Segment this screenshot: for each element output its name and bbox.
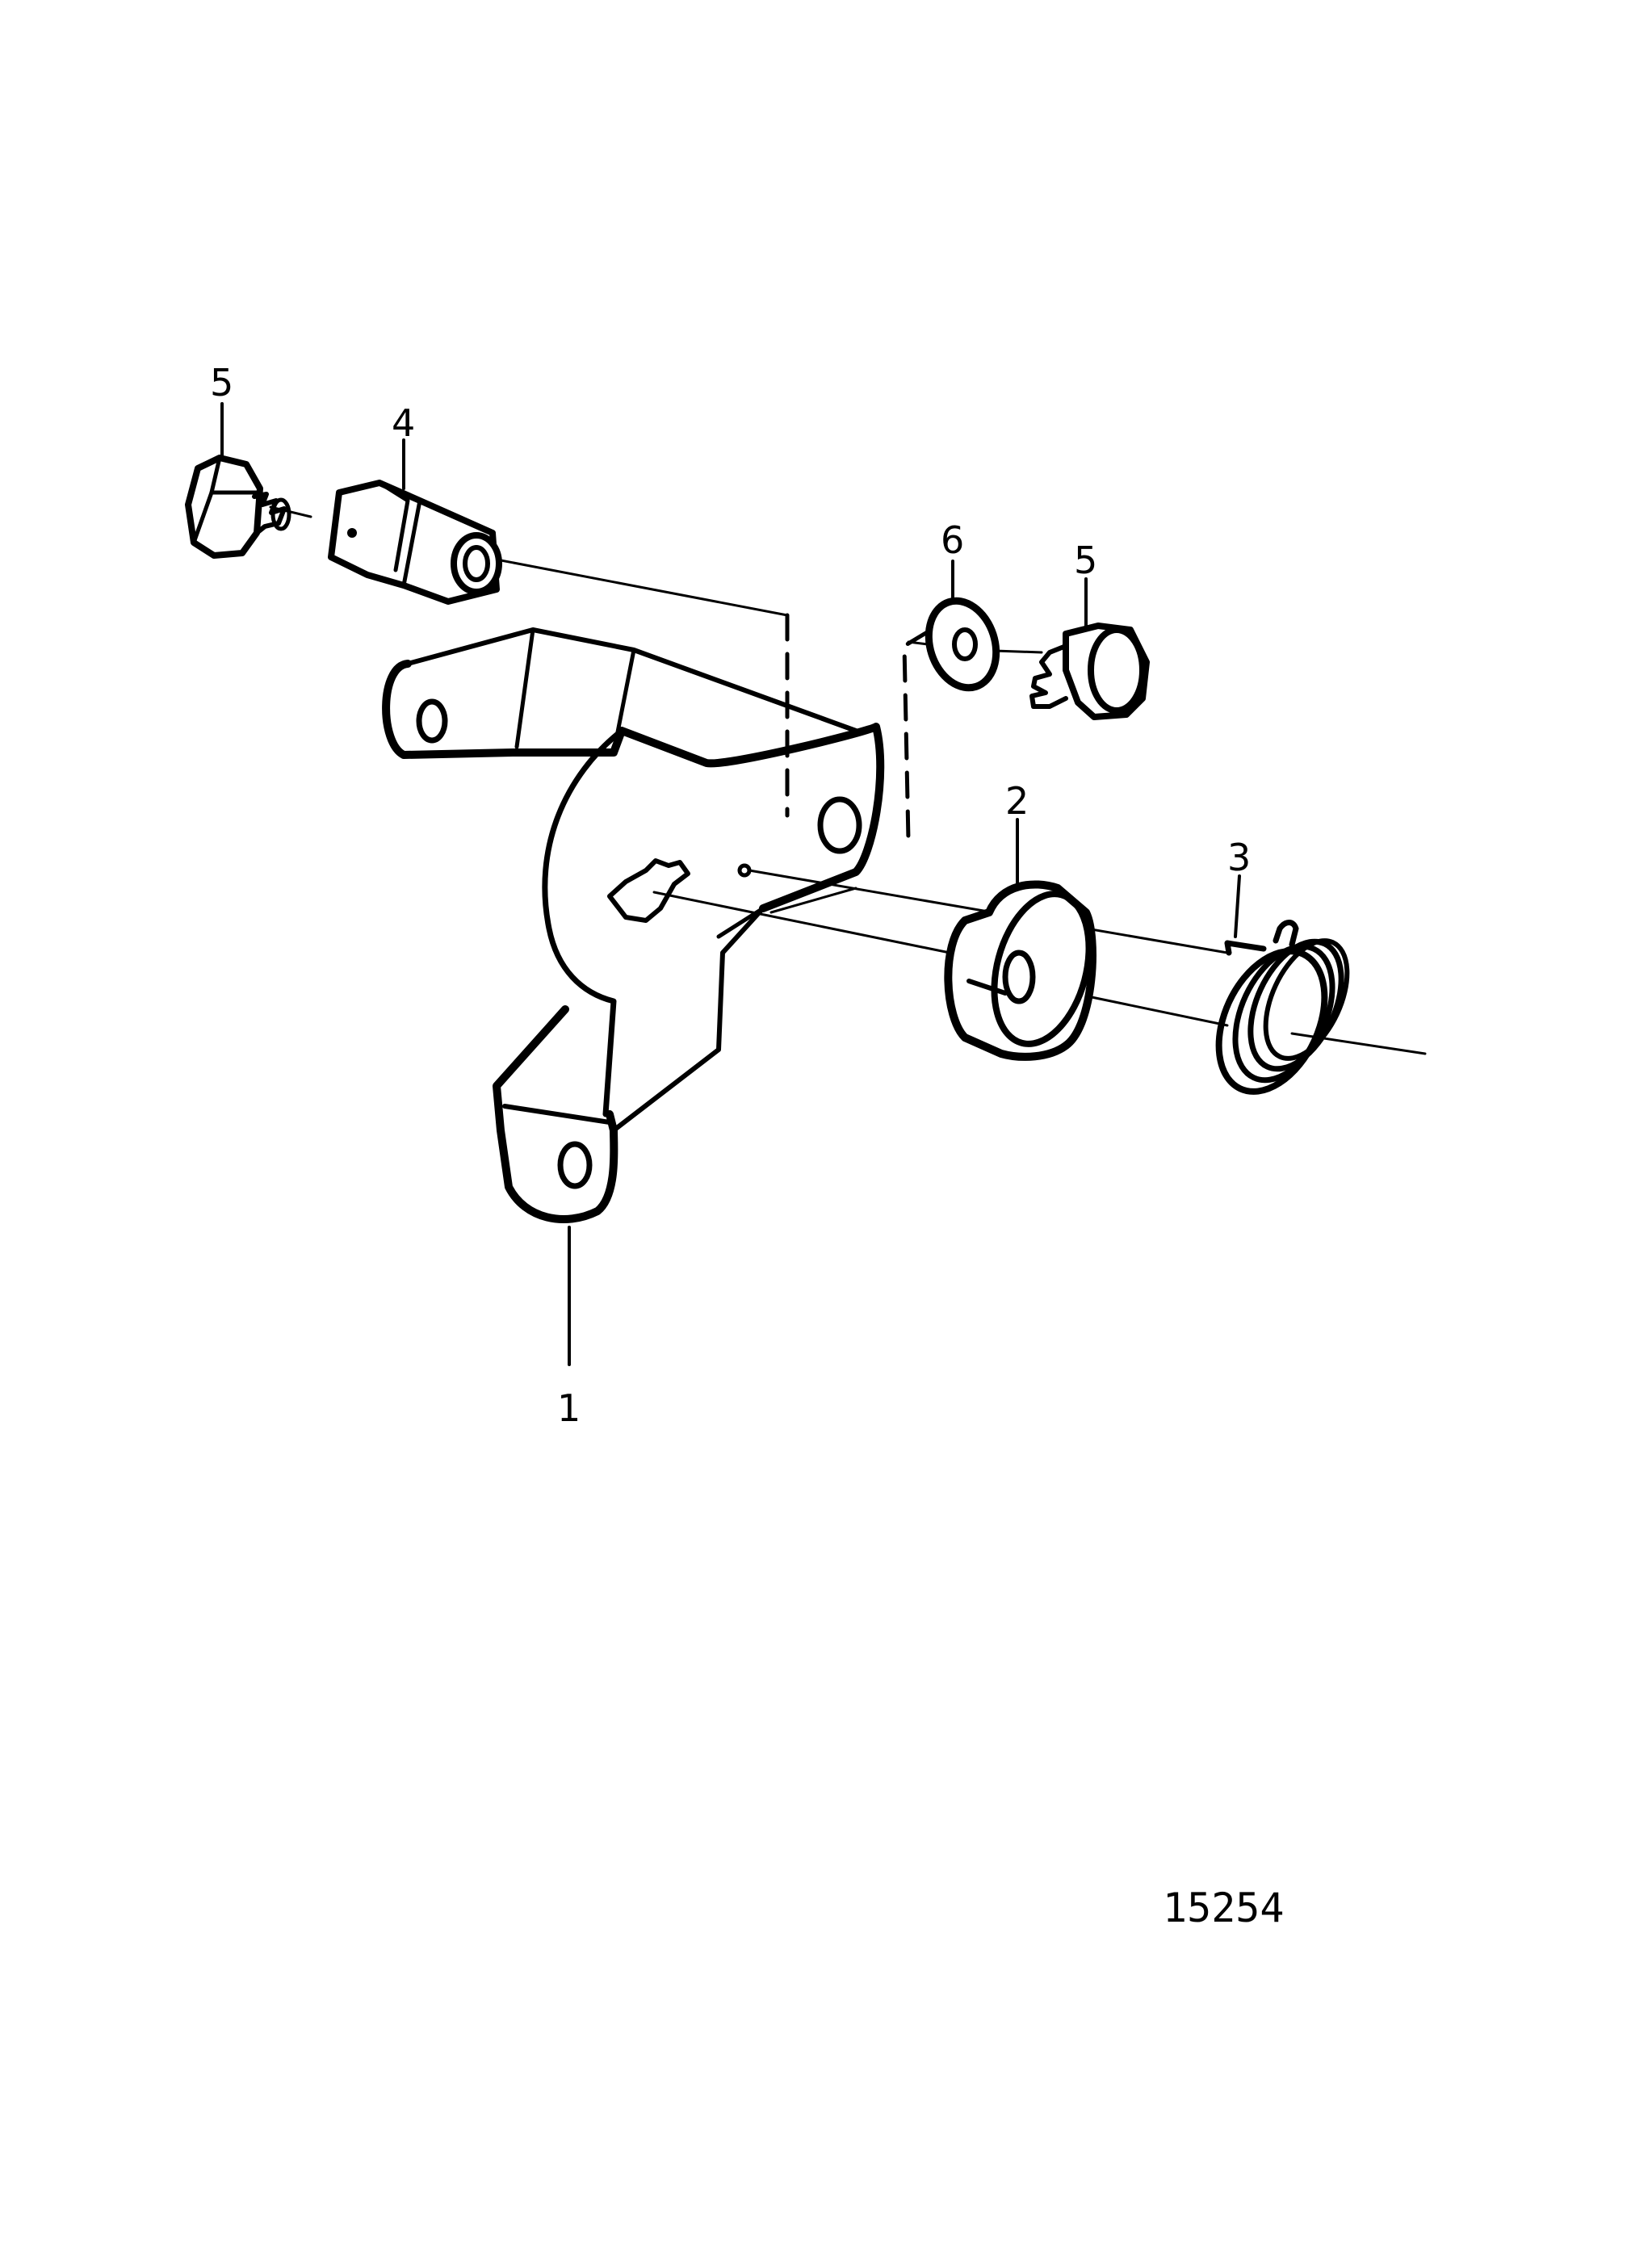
callout-5-left: 5 <box>210 361 233 405</box>
callout-labels: 5 4 6 5 2 3 1 <box>210 361 1251 1430</box>
cup-part-2 <box>944 880 1096 1061</box>
washer-part-6 <box>925 597 1000 692</box>
leader-lines <box>220 402 1241 1366</box>
figure-number: 15254 <box>1163 1885 1285 1931</box>
callout-4: 4 <box>392 401 415 445</box>
pivot-hole <box>817 796 862 854</box>
callout-3: 3 <box>1227 836 1251 879</box>
callout-2: 2 <box>1005 779 1029 823</box>
callout-5-right: 5 <box>1074 539 1097 582</box>
callout-1: 1 <box>557 1386 581 1430</box>
upper-hole <box>416 698 448 744</box>
spring-part-3 <box>1215 920 1350 1095</box>
bracket-part-1 <box>382 627 885 1223</box>
bolt-part-5-left <box>185 455 291 559</box>
bolt-part-5-right <box>1029 623 1150 720</box>
sleeve-part-4 <box>328 480 502 605</box>
lower-hole <box>557 1141 593 1189</box>
callout-6: 6 <box>941 518 964 562</box>
